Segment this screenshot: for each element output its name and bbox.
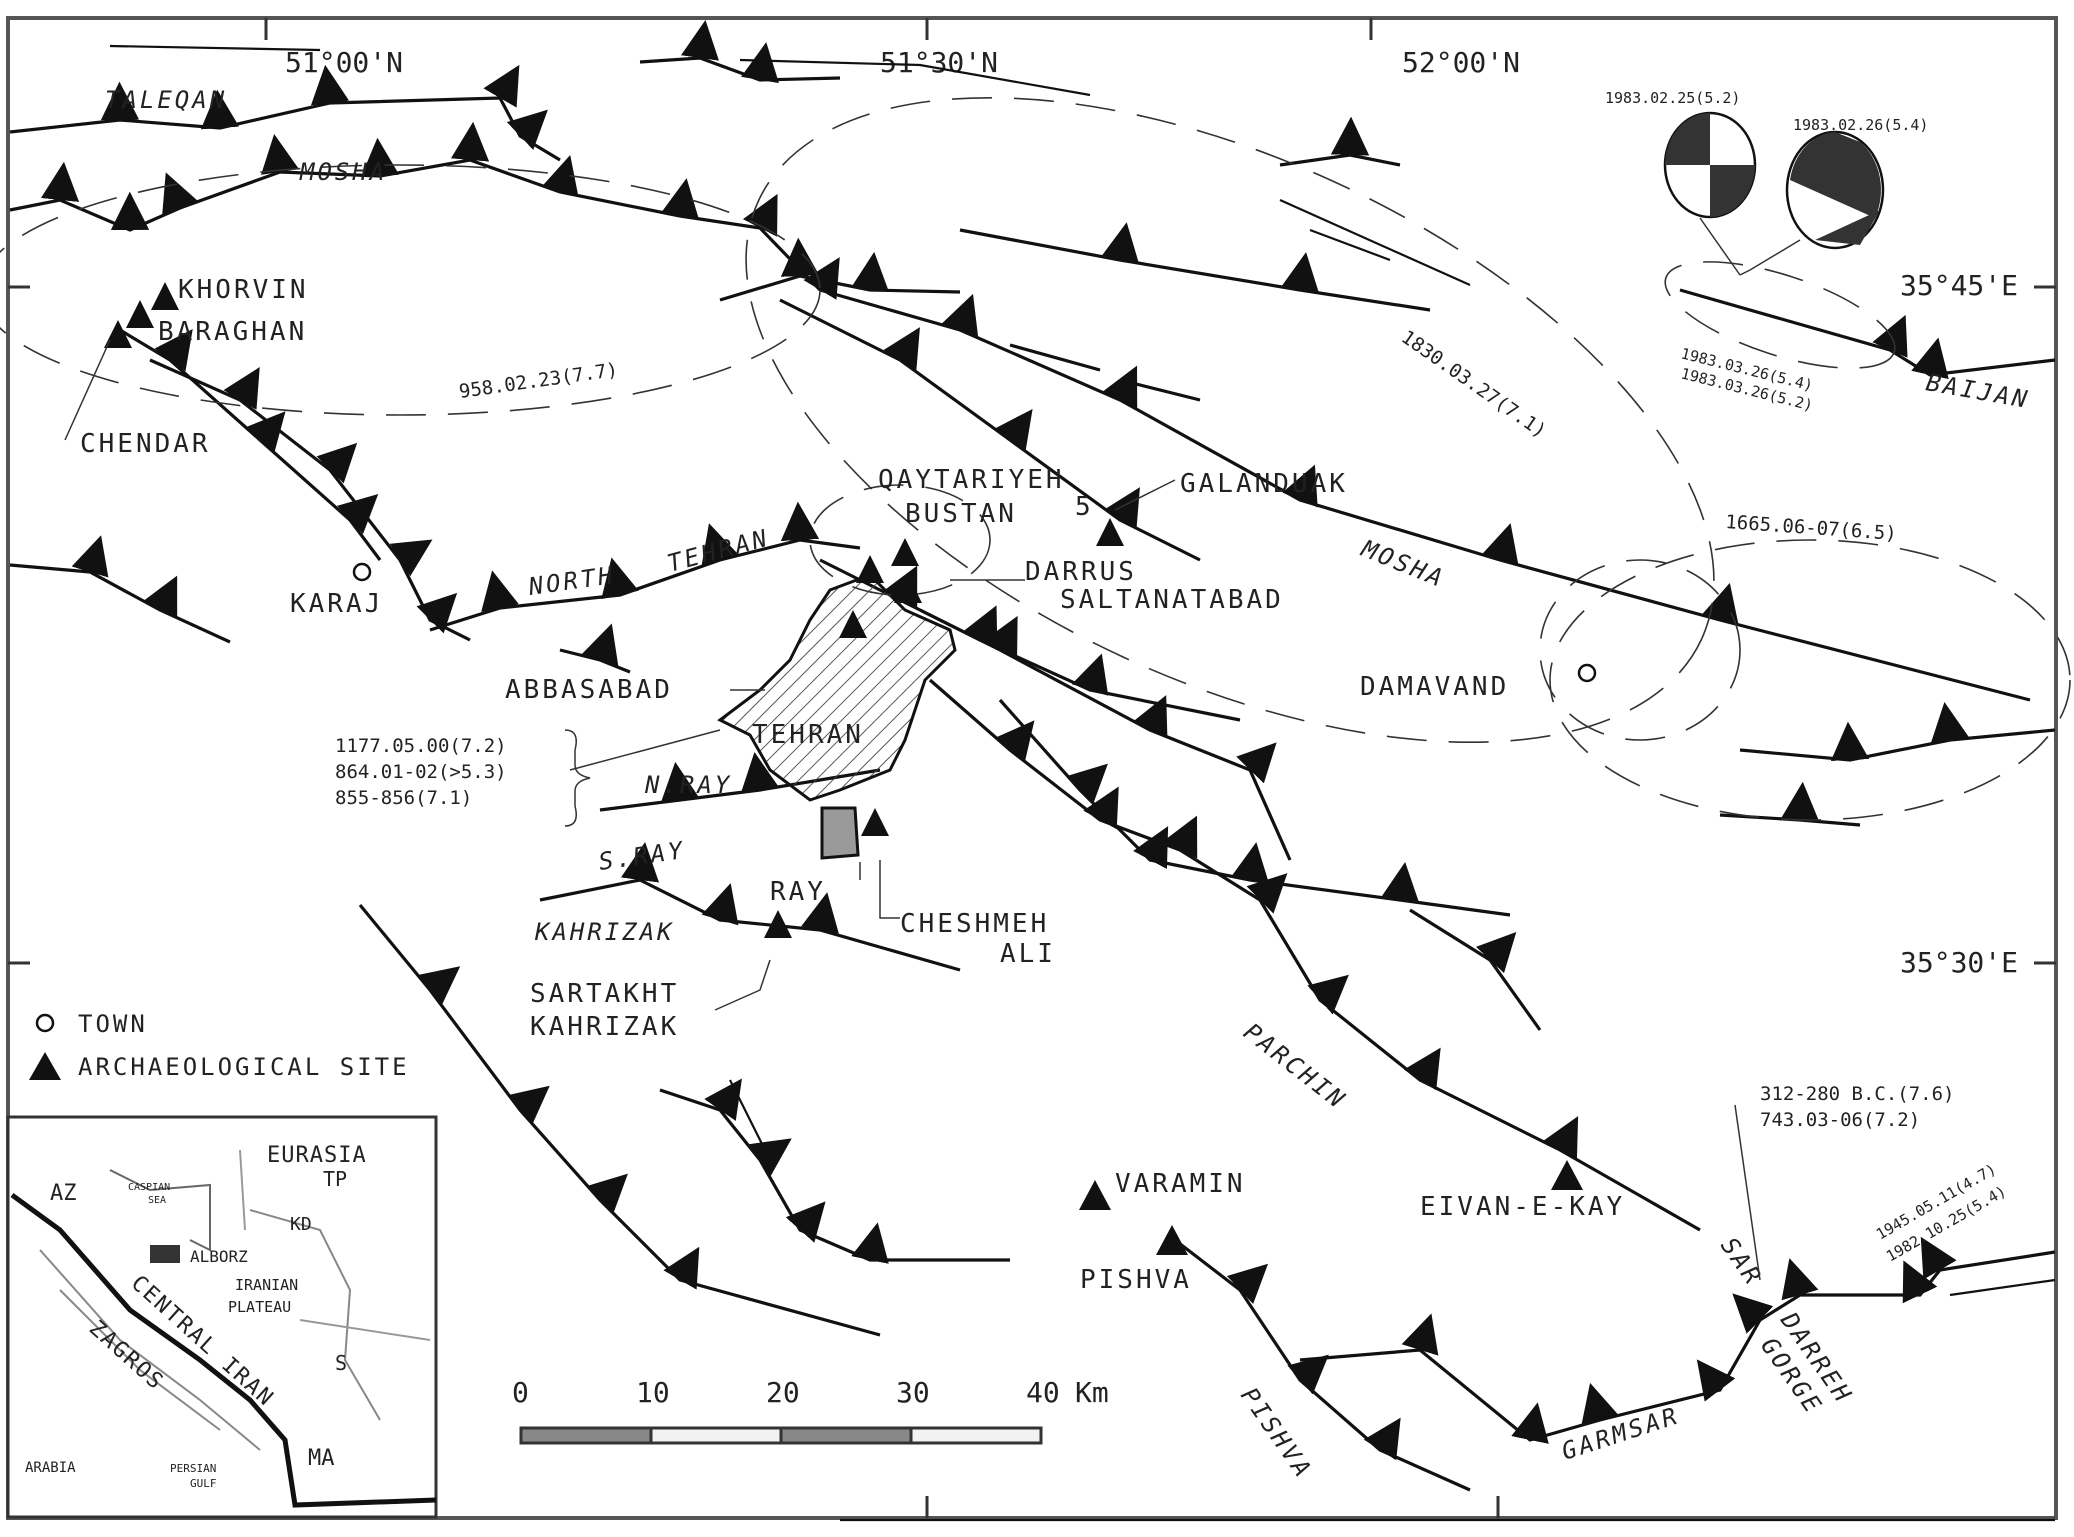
focal-mechanism-2 — [1785, 130, 1885, 250]
inset-label: MA — [308, 1446, 335, 1471]
eq-ray-864: 864.01-02(>5.3) — [335, 761, 507, 783]
label-cheshmeh: CHESHMEH — [900, 909, 1049, 939]
inset-label: PLATEAU — [228, 1298, 291, 1316]
label-eivan-e-kay: EIVAN-E-KAY — [1420, 1192, 1625, 1222]
scale-tick-30: 30 — [896, 1376, 930, 1409]
scale-bar: 0 10 20 30 40 Km — [512, 1376, 1109, 1445]
inset-label: AZ — [50, 1181, 77, 1206]
lon-label-52-00: 52°00'N — [1402, 46, 1520, 79]
inset-label: S — [335, 1351, 347, 1375]
eq-garmsar-743: 743.03-06(7.2) — [1760, 1109, 1920, 1131]
label-bustan: BUSTAN — [905, 499, 1017, 529]
label-damavand: DAMAVAND — [1360, 672, 1509, 702]
eq-garmsar-312bc: 312-280 B.C.(7.6) — [1760, 1083, 1954, 1105]
ray-city-area — [820, 806, 860, 860]
label-chendar: CHENDAR — [80, 429, 211, 459]
label-sartakht: SARTAKHT — [530, 979, 679, 1009]
legend-town-label: TOWN — [78, 1010, 148, 1038]
inset-label: ALBORZ — [190, 1247, 248, 1266]
scale-unit: Km — [1075, 1376, 1109, 1409]
inset-map: EURASIA TP AZ CASPIAN SEA KD ALBORZ IRAN… — [6, 1115, 438, 1519]
lon-label-51-00: 51°00'N — [285, 46, 403, 79]
label-tehran: TEHRAN — [752, 720, 864, 750]
town-damavand-marker — [1577, 663, 1597, 683]
label-karaj: KARAJ — [290, 589, 383, 619]
label-khorvin: KHORVIN — [178, 275, 309, 305]
label-5: 5 — [1075, 492, 1094, 522]
eq-fm-2: 1983.02.26(5.4) — [1793, 116, 1928, 134]
tehran-city-area — [717, 573, 957, 802]
focal-mechanism-1 — [1663, 111, 1757, 219]
label-abbasabad: ABBASABAD — [505, 675, 673, 705]
label-ray: RAY — [770, 877, 826, 907]
scale-tick-20: 20 — [766, 1376, 800, 1409]
graticule-ticks — [8, 18, 2056, 1518]
legend-town-icon — [35, 1013, 55, 1033]
inset-study-area — [150, 1245, 180, 1263]
scale-tick-10: 10 — [636, 1376, 670, 1409]
isoseismals — [0, 96, 2071, 821]
scale-tick-40: 40 — [1026, 1376, 1060, 1409]
legend-site-label: ARCHAEOLOGICAL SITE — [78, 1053, 410, 1081]
label-kahrizak: KAHRIZAK — [530, 1012, 679, 1042]
label-pishva: PISHVA — [1080, 1265, 1192, 1295]
inset-label: IRANIAN — [235, 1276, 298, 1294]
scale-tick-0: 0 — [512, 1376, 529, 1409]
eq-ray-1177: 1177.05.00(7.2) — [335, 735, 507, 757]
map-feature — [564, 729, 591, 827]
fault-label-nray: N.RAY — [644, 771, 732, 799]
label-darrus: DARRUS — [1025, 557, 1137, 587]
lat-label-35-30: 35°30'E — [1900, 946, 2018, 979]
inset-label: EURASIA — [267, 1143, 367, 1168]
legend-site-icon — [29, 1052, 61, 1080]
inset-label: CASPIAN — [128, 1182, 170, 1193]
fault-label-mosha-west: MOSHA — [299, 158, 387, 186]
eq-fm-1: 1983.02.25(5.2) — [1605, 89, 1740, 107]
focal-leader — [1699, 217, 1801, 276]
eq-ray-855: 855-856(7.1) — [335, 787, 472, 809]
label-varamin: VARAMIN — [1115, 1169, 1246, 1199]
inset-label: GULF — [190, 1477, 217, 1490]
archaeological-sites — [104, 282, 1583, 1255]
inset-label: SEA — [148, 1195, 166, 1206]
lat-label-35-45: 35°45'E — [1900, 269, 2018, 302]
label-saltanatabad: SALTANATABAD — [1060, 585, 1284, 615]
lon-label-51-30: 51°30'N — [880, 46, 998, 79]
label-galanduak: GALANDUAK — [1180, 469, 1348, 499]
inset-label: TP — [323, 1167, 347, 1191]
fault-label-kahrizak: KAHRIZAK — [534, 918, 675, 946]
map-feature — [64, 339, 1761, 1281]
fault-label-taleqan: TALEQAN — [105, 86, 227, 114]
town-karaj-marker — [352, 562, 372, 582]
inset-label: KD — [290, 1214, 312, 1235]
label-ali: ALI — [1000, 939, 1056, 969]
inset-label: ARABIA — [25, 1460, 76, 1476]
inset-label: PERSIAN — [170, 1462, 216, 1475]
label-qaytariyeh: QAYTARIYEH — [878, 465, 1065, 495]
legend: TOWN ARCHAEOLOGICAL SITE — [29, 1010, 410, 1081]
label-baraghan: BARAGHAN — [158, 317, 307, 347]
